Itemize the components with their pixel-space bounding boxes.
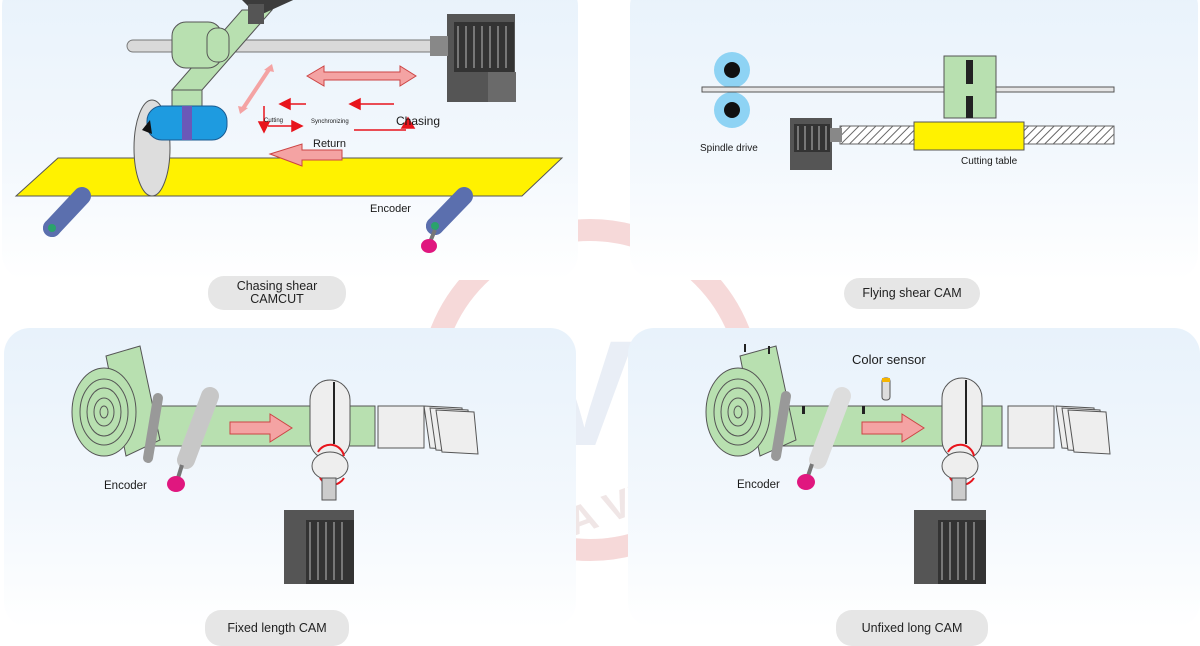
caption-chasing-shear: Chasing shear CAMCUT [208,276,346,310]
flying-shear-diagram [701,52,1115,170]
panel-fixed-length: Encoder [4,328,576,628]
label-return: Return [313,138,347,150]
diagonal-arrow [240,66,272,112]
label-cutting-table: Cutting table [961,156,1018,167]
encoder-body [167,476,185,492]
fixed-length-diagram [71,345,479,584]
rotary-cutter [941,377,983,461]
chasing-double-arrow [306,65,417,87]
label-cutting: Cutting [264,118,284,124]
caption-fixed-length: Fixed length CAM [205,610,349,646]
feed-direction-arrow [861,413,925,443]
label-chasing: Chasing [396,114,441,128]
feed-direction-arrow [229,413,293,443]
label-synchronizing: Synchronizing [311,119,349,125]
panel-flying-shear: Spindle drive Cutting table [630,0,1198,280]
panel-chasing-shear: Chasing Cutting Synchronizing Return Enc… [2,0,578,280]
guide-roller-1 [143,393,163,463]
rotary-cutter [309,379,351,461]
label-color-sensor: Color sensor [852,352,926,367]
caption-fixed-text: Fixed length CAM [227,620,327,635]
guide-roller-2 [809,387,851,469]
encoder-body [797,474,815,490]
cutting-table [913,121,1025,151]
panel-unfixed-long: Color sensor Encoder [628,328,1200,628]
feed-direction-arrow [268,143,343,167]
material-roll [71,367,137,457]
label-spindle-drive: Spindle drive [700,143,758,154]
unfixed-long-diagram [705,344,1111,584]
label-encoder: Encoder [370,203,411,215]
conveyor-belt [14,157,564,197]
material-strip [701,86,1115,93]
caption-chasing-line2: CAMCUT [250,292,304,306]
caption-flying-shear: Flying shear CAM [844,278,980,309]
caption-unfixed-long: Unfixed long CAM [836,610,988,646]
guide-roller-1 [771,391,791,461]
label-encoder: Encoder [737,479,780,491]
material-roll [705,367,771,457]
guide-roller-2 [177,387,219,469]
label-encoder: Encoder [104,480,147,492]
caption-chasing-line1: Chasing shear [236,279,318,293]
caption-flying-text: Flying shear CAM [862,286,962,300]
caption-unfixed-text: Unfixed long CAM [861,620,963,635]
chasing-shear-diagram [14,0,564,253]
encoder-body [421,239,437,253]
